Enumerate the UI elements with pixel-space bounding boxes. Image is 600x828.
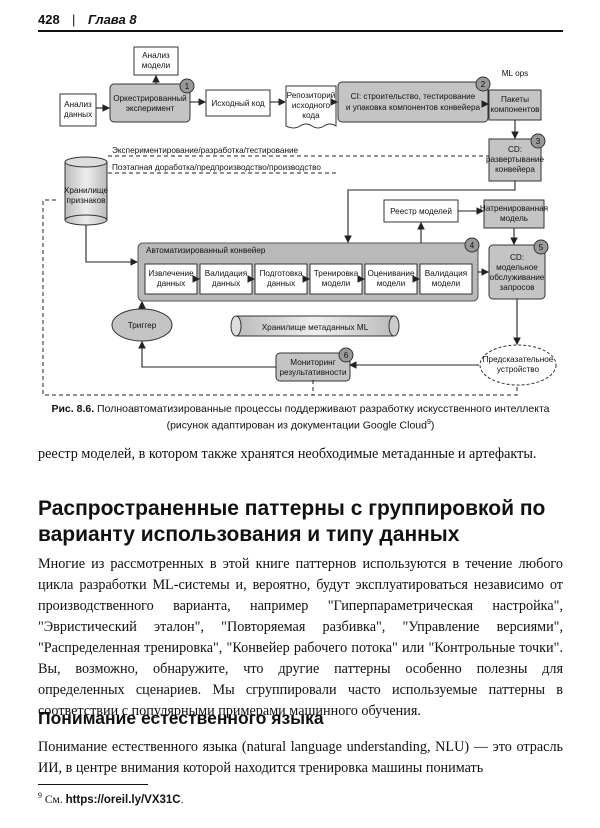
page-header: 428 | Глава 8 (38, 8, 563, 32)
svg-text:3: 3 (536, 137, 541, 146)
svg-text:Извлечение: Извлечение (148, 269, 194, 278)
box-step-validate-model (419, 263, 473, 295)
badge-6 (338, 347, 354, 363)
paragraph-main: Многие из рассмотренных в этой книге пат… (38, 556, 563, 719)
svg-text:Оценивание: Оценивание (367, 269, 415, 278)
svg-text:развертывание: развертывание (486, 155, 544, 164)
svg-text:запросов: запросов (500, 283, 535, 292)
svg-text:Триггер: Триггер (128, 321, 157, 330)
box-step-extract (144, 263, 198, 295)
svg-text:2: 2 (481, 80, 486, 89)
mlops-diagram: 1 2 3 4 5 6 Анализ модели Анализ данных … (42, 46, 557, 396)
svg-text:исходного: исходного (292, 101, 331, 110)
box-step-eval (364, 263, 418, 295)
svg-text:4: 4 (470, 241, 475, 250)
paragraph-registry: реестр моделей, в котором также хранятся… (38, 446, 537, 462)
predictive-shape (479, 344, 557, 386)
footnote: 9 См. https://oreil.ly/VX31C. (38, 791, 184, 806)
svg-text:Поэтапная доработка/предпроизв: Поэтапная доработка/предпроизводство/про… (112, 163, 321, 172)
svg-text:данных: данных (267, 279, 295, 288)
svg-text:CI: строительство, тестировани: CI: строительство, тестирование (351, 92, 476, 101)
repo-doc-shape (285, 85, 337, 129)
svg-text:Мониторинг: Мониторинг (290, 358, 335, 367)
header-rule (38, 30, 563, 32)
svg-text:Предсказательное: Предсказательное (483, 355, 554, 364)
chapter-title: Глава 8 (88, 12, 137, 27)
svg-text:Хранилище метаданных ML: Хранилище метаданных ML (262, 323, 369, 332)
box-cd-deploy (488, 138, 542, 182)
badge-4 (464, 237, 480, 253)
svg-text:конвейера: конвейера (495, 165, 535, 174)
svg-text:ML ops: ML ops (502, 69, 529, 78)
svg-text:Экспериментирование/разработка: Экспериментирование/разработка/тестирова… (112, 146, 299, 155)
box-analysis-data (59, 93, 97, 127)
svg-text:данных: данных (157, 279, 185, 288)
paragraph-nlu: Понимание естественного языка (natural l… (38, 739, 563, 776)
metadata-store-cylinder (230, 315, 400, 337)
figure-caption: Рис. 8.6. Полноавтоматизированные процес… (51, 403, 550, 432)
svg-text:Репозиторий: Репозиторий (287, 91, 336, 100)
page-number: 428 (38, 12, 60, 27)
svg-text:Оркестрированный: Оркестрированный (113, 94, 187, 103)
svg-text:5: 5 (539, 243, 544, 252)
svg-text:модели: модели (322, 279, 350, 288)
badge-2 (475, 76, 491, 92)
svg-text:данных: данных (212, 279, 240, 288)
svg-text:CD:: CD: (510, 253, 524, 262)
svg-text:компонентов: компонентов (490, 105, 539, 114)
svg-text:модели: модели (142, 61, 170, 70)
feature-store-cylinder (64, 156, 108, 226)
svg-text:Исходный код: Исходный код (211, 99, 264, 108)
box-source-code (205, 89, 271, 117)
svg-text:6: 6 (344, 351, 349, 360)
svg-text:Анализ: Анализ (64, 100, 92, 109)
svg-text:модели: модели (377, 279, 405, 288)
svg-text:и упаковка компонентов конвейе: и упаковка компонентов конвейера (346, 103, 481, 112)
svg-text:устройство: устройство (497, 365, 540, 374)
svg-text:признаков: признаков (67, 196, 106, 205)
box-step-prepare (254, 263, 308, 295)
svg-text:кода: кода (302, 111, 320, 120)
svg-text:Анализ: Анализ (142, 51, 170, 60)
svg-text:Валидация: Валидация (205, 269, 247, 278)
badge-3 (530, 133, 546, 149)
box-orchestrated (109, 83, 191, 123)
svg-text:Натренированная: Натренированная (480, 204, 548, 213)
box-ci (337, 81, 489, 123)
subsection-heading: Понимание естественного языка (38, 708, 324, 728)
badge-5 (533, 239, 549, 255)
svg-text:данных: данных (64, 110, 92, 119)
svg-text:Тренировка: Тренировка (314, 269, 359, 278)
svg-text:Хранилище: Хранилище (64, 186, 109, 195)
svg-text:CD:: CD: (508, 145, 522, 154)
section-heading: Распространенные паттерны с группировкой… (38, 497, 546, 546)
badge-1 (179, 78, 195, 94)
svg-text:1: 1 (185, 82, 190, 91)
svg-text:обслуживание: обслуживание (490, 273, 545, 282)
figure: 1 2 3 4 5 6 Анализ модели Анализ данных … (38, 40, 563, 400)
footnote-link[interactable]: https://oreil.ly/VX31C (65, 793, 181, 806)
footnote-rule (38, 784, 148, 785)
svg-text:Автоматизированный конвейер: Автоматизированный конвейер (146, 246, 266, 255)
box-step-train (309, 263, 363, 295)
svg-text:Пакеты: Пакеты (501, 95, 529, 104)
svg-text:Подготовка: Подготовка (259, 269, 303, 278)
box-packages (488, 89, 542, 121)
box-analysis-model (133, 46, 179, 76)
svg-text:модель: модель (500, 214, 528, 223)
box-trained-model (483, 199, 545, 229)
svg-text:Валидация: Валидация (425, 269, 467, 278)
box-step-validate-data (199, 263, 253, 295)
svg-text:модели: модели (432, 279, 460, 288)
header-separator: | (72, 12, 76, 27)
svg-text:результативности: результативности (279, 368, 346, 377)
svg-text:Реестр моделей: Реестр моделей (390, 207, 452, 216)
svg-text:модельное: модельное (496, 263, 538, 272)
svg-text:эксперимент: эксперимент (126, 104, 175, 113)
